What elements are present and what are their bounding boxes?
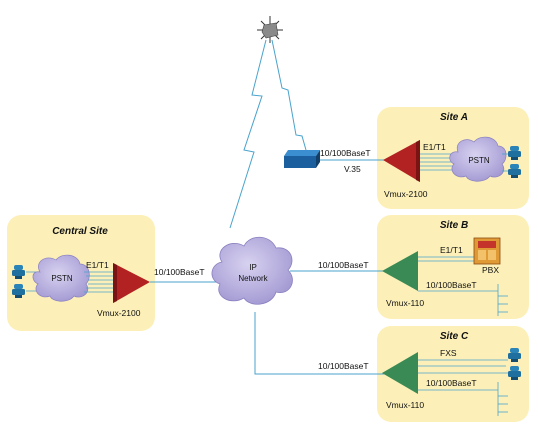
site-c-lan-label: 10/100BaseT <box>426 378 477 388</box>
central-e1t1-label: E1/T1 <box>86 260 109 270</box>
site-b-uplink-label: 10/100BaseT <box>318 260 369 270</box>
site-a-pstn-cloud: PSTN <box>449 136 507 182</box>
site-c-uplink-label: 10/100BaseT <box>318 361 369 371</box>
site-a-title: Site A <box>440 112 468 123</box>
site-b-vmux-110-unit <box>382 251 418 291</box>
link-lines <box>150 39 390 375</box>
site-b-lan-label: 10/100BaseT <box>426 280 477 290</box>
site-c-panel <box>377 326 529 422</box>
central-vmux-label: Vmux-2100 <box>97 308 141 318</box>
ip-network-cloud: IP Network <box>211 236 293 305</box>
site-a-e1t1-label: E1/T1 <box>423 142 446 152</box>
site-a-e1-lines <box>420 153 456 171</box>
site-a-uplink-label: 10/100BaseT <box>320 148 371 158</box>
ip-network-label-line2: Network <box>238 274 268 283</box>
site-a-vmux-2100-unit <box>383 140 420 182</box>
site-c-lan-bus <box>418 382 508 416</box>
site-b-title: Site B <box>440 220 468 231</box>
site-c-vmux-label: Vmux-110 <box>386 400 424 410</box>
site-c-vmux-110-unit <box>382 352 418 394</box>
central-e1-lines <box>84 271 114 293</box>
site-b-lan-bus <box>418 284 508 316</box>
site-a-serial-label: V.35 <box>344 164 361 174</box>
central-uplink-label: 10/100BaseT <box>154 267 205 277</box>
site-a-pstn-label: PSTN <box>468 156 490 165</box>
central-pstn-cloud: PSTN <box>32 254 90 302</box>
site-a-vmux-label: Vmux-2100 <box>384 189 428 199</box>
site-c-fxs-label: FXS <box>440 348 457 358</box>
central-vmux-2100-unit <box>113 263 150 303</box>
site-b-e1t1-label: E1/T1 <box>440 245 463 255</box>
site-c-title: Site C <box>440 331 469 342</box>
site-b-vmux-label: Vmux-110 <box>386 298 424 308</box>
pbx-icon <box>473 237 501 265</box>
modem-icon <box>284 150 320 168</box>
site-b-e1-lines <box>418 256 474 262</box>
central-pstn-label: PSTN <box>51 274 73 283</box>
satellite-icon <box>257 16 283 43</box>
site-c-fxs-lines <box>418 359 508 374</box>
site-b-pbx-label: PBX <box>482 265 499 275</box>
ip-network-label-line1: IP <box>249 263 257 272</box>
central-site-title: Central Site <box>52 226 108 237</box>
